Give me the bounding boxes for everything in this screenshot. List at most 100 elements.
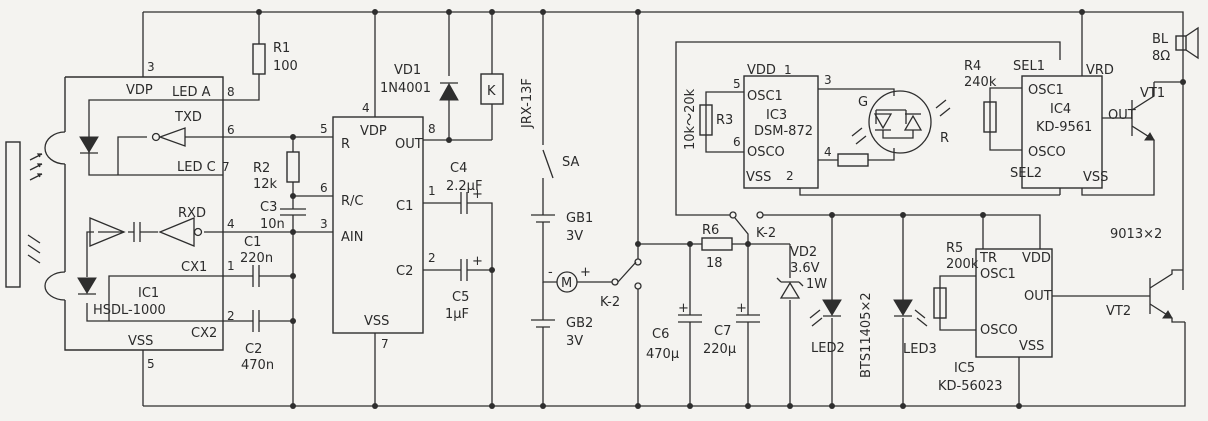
c4-name: C4 bbox=[450, 161, 467, 176]
ic5-vss: VSS bbox=[1019, 339, 1044, 354]
ic3-pin6: 6 bbox=[733, 135, 741, 149]
led3-icon bbox=[893, 299, 913, 316]
c3-value: 10n bbox=[260, 217, 285, 232]
c5-name: C5 bbox=[452, 290, 469, 305]
led2-icon bbox=[822, 299, 842, 316]
c6-value: 470μ bbox=[646, 347, 679, 362]
supply-filter: R6 18 + C6 470μ + C7 220μ VD2 3.6V 1W K-… bbox=[638, 41, 1061, 409]
vt2-name: VT2 bbox=[1106, 304, 1131, 319]
ic2-c2: C2 bbox=[396, 264, 413, 279]
led-g-label: G bbox=[858, 95, 868, 110]
ic2-vdp: VDP bbox=[360, 124, 387, 139]
ic5-tr: TR bbox=[979, 251, 997, 266]
ic4-part: KD-9561 bbox=[1036, 120, 1092, 135]
motor-plus: + bbox=[580, 265, 591, 280]
ic1-ledc: LED C bbox=[177, 160, 216, 175]
r2-name: R2 bbox=[253, 161, 270, 176]
vt1-speaker: VT1 BL 8Ω 9013×2 bbox=[1110, 24, 1199, 290]
ic4-vss: VSS bbox=[1083, 170, 1108, 185]
r6-value: 18 bbox=[706, 256, 723, 271]
ic2-rc: R/C bbox=[341, 194, 364, 209]
ic3-pin4: 4 bbox=[824, 145, 832, 159]
ic1-cx1: CX1 bbox=[181, 260, 207, 275]
ic3-pin3: 3 bbox=[824, 73, 832, 87]
ic1-vdp: VDP bbox=[126, 83, 153, 98]
vd1-part: 1N4001 bbox=[380, 81, 431, 96]
c2-name: C2 bbox=[245, 342, 262, 357]
gb2-name: GB2 bbox=[566, 316, 593, 331]
ic2-pin2: 2 bbox=[428, 251, 436, 265]
r1-value: 100 bbox=[273, 59, 298, 74]
r6-name: R6 bbox=[702, 223, 719, 238]
ic4-sel2: SEL2 bbox=[1010, 166, 1042, 181]
ic5-osc1: OSC1 bbox=[980, 267, 1016, 282]
relay-label: K bbox=[487, 84, 496, 99]
ic2-pin5: 5 bbox=[320, 122, 328, 136]
ic5-kd56023: TR VDD OSC1 OUT OSCO VSS IC5 KD-56023 R5… bbox=[933, 215, 1150, 409]
ic1-leda: LED A bbox=[172, 85, 211, 100]
c7-value: 220μ bbox=[703, 342, 736, 357]
photodiode-icon bbox=[77, 277, 97, 294]
ic1-vss: VSS bbox=[128, 334, 153, 349]
bl-value: 8Ω bbox=[1152, 49, 1170, 64]
ic3-osco: OSCO bbox=[747, 145, 785, 160]
ic2-pin4: 4 bbox=[362, 101, 370, 115]
r5-name: R5 bbox=[946, 241, 963, 256]
ic5-part: KD-56023 bbox=[938, 379, 1003, 394]
k2-switch-a: K-2 bbox=[600, 295, 620, 310]
vd2-name: VD2 bbox=[790, 245, 817, 260]
svg-text:+: + bbox=[472, 187, 483, 202]
power-section: JRX-13F SA GB1 3V M - + GB2 3V K-2 bbox=[520, 9, 642, 409]
c7-name: C7 bbox=[714, 324, 731, 339]
ic1-hsdl1000: VDP LED A LED C TXD RXD CX1 CX2 VSS IC1 … bbox=[44, 12, 235, 406]
ic3-pin5: 5 bbox=[733, 77, 741, 91]
ic1-pin8: 8 bbox=[227, 85, 235, 99]
vd2-power: 1W bbox=[806, 277, 827, 292]
gb2-value: 3V bbox=[566, 334, 583, 349]
k2-switch-b: K-2 bbox=[756, 226, 776, 241]
bicolor-led: G R bbox=[851, 90, 951, 154]
svg-text:+: + bbox=[472, 254, 483, 269]
r4-value: 240k bbox=[964, 75, 997, 90]
r5-value: 200k bbox=[946, 257, 979, 272]
ir-window bbox=[5, 141, 43, 288]
ic1-pin5: 5 bbox=[147, 357, 155, 371]
r2-value: 12k bbox=[253, 177, 278, 192]
c3-name: C3 bbox=[260, 200, 277, 215]
c1-value: 220n bbox=[240, 251, 273, 266]
trans-label: 9013×2 bbox=[1110, 227, 1162, 242]
ic2-pin7: 7 bbox=[381, 337, 389, 351]
ic4-osc1: OSC1 bbox=[1028, 83, 1064, 98]
ic3-name: IC3 bbox=[766, 108, 787, 123]
ic2-ain: AIN bbox=[341, 230, 363, 245]
vt1-name: VT1 bbox=[1140, 86, 1165, 101]
vd1-name: VD1 bbox=[394, 63, 421, 78]
ic2-pin3: 3 bbox=[320, 217, 328, 231]
led2-name: LED2 bbox=[811, 341, 845, 356]
ic5-vdd: VDD bbox=[1022, 251, 1051, 266]
ic2-chip: VDP OUT R R/C AIN C1 C2 VSS 4 8 5 6 3 1 … bbox=[320, 9, 436, 409]
c4-c5: C4 2.2μF + C5 1μF + bbox=[423, 161, 495, 409]
motor-label: M bbox=[561, 276, 572, 291]
ir-led-icon bbox=[79, 136, 99, 153]
ic2-pin6: 6 bbox=[320, 181, 328, 195]
ic3-pin2: 2 bbox=[786, 169, 794, 183]
ic4-kd9561: SEL1 VRD OSC1 IC4 KD-9561 OUT OSCO SEL2 … bbox=[964, 9, 1155, 196]
vd1-diode-icon bbox=[439, 82, 459, 101]
r3-range: 10k～20k bbox=[683, 88, 698, 150]
c6-name: C6 bbox=[652, 327, 669, 342]
ic5-out: OUT bbox=[1024, 289, 1052, 304]
ic3-vss: VSS bbox=[746, 170, 771, 185]
ic5-osco: OSCO bbox=[980, 323, 1018, 338]
c5-value: 1μF bbox=[445, 307, 469, 322]
ic1-pin7: 7 bbox=[222, 160, 230, 174]
motor-minus: - bbox=[548, 265, 553, 280]
bts-label: BTS11405×2 bbox=[859, 292, 874, 378]
vd1-relay: VD1 1N4001 K bbox=[380, 9, 504, 143]
ic3-pin1: 1 bbox=[784, 63, 792, 77]
ic2-pin1: 1 bbox=[428, 184, 436, 198]
ic4-name: IC4 bbox=[1050, 102, 1071, 117]
ic3-vdd: VDD bbox=[747, 63, 776, 78]
led2-led3: LED2 BTS11405×2 LED3 bbox=[809, 215, 937, 409]
